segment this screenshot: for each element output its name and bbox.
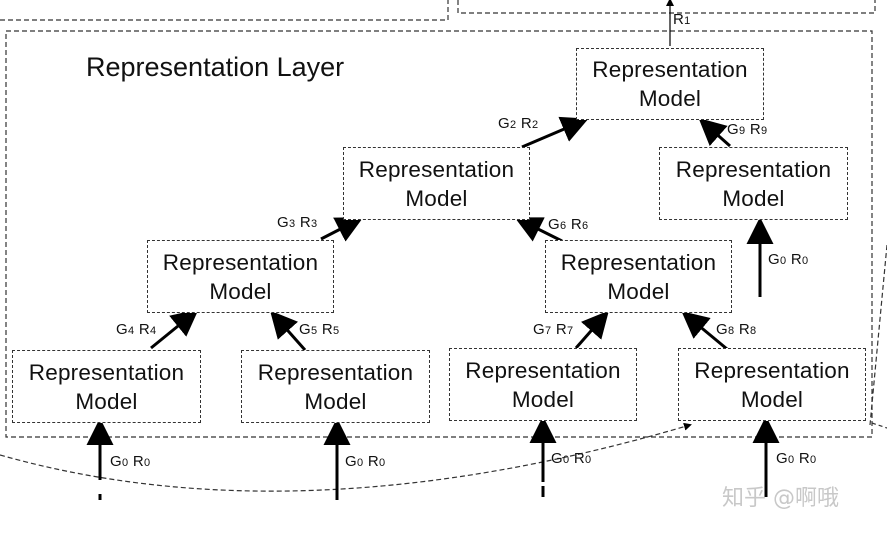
representation-model-g4[interactable]: Representation Model: [12, 350, 201, 423]
dashed-curve-right: [869, 244, 887, 426]
arrow-g6r6: [514, 217, 563, 243]
box-line2: Model: [405, 185, 468, 211]
representation-model-g9[interactable]: Representation Model: [659, 147, 848, 220]
box-line1: Representation: [465, 357, 621, 383]
box-line1: Representation: [694, 357, 850, 383]
label-g0r0-b2: G0 R0: [345, 453, 386, 470]
label-r1: R1: [673, 11, 691, 28]
upper-frame-fragment: [0, 0, 449, 21]
representation-model-g7[interactable]: Representation Model: [449, 348, 637, 421]
box-line1: Representation: [257, 359, 414, 385]
dashed-curve-right-tail: [871, 422, 887, 429]
box-line1: Representation: [560, 249, 717, 275]
representation-model-g8[interactable]: Representation Model: [678, 348, 866, 421]
box-line1: Representation: [675, 156, 832, 182]
label-g2r2: G2 R2: [498, 115, 539, 132]
upper-right-frame-fragment: [457, 0, 876, 14]
label-g3r3: G3 R3: [277, 214, 318, 231]
representation-model-g2[interactable]: Representation Model: [343, 147, 530, 220]
box-line1: Representation: [592, 57, 748, 82]
representation-model-g6[interactable]: Representation Model: [545, 240, 732, 313]
representation-model-g3[interactable]: Representation Model: [147, 240, 334, 313]
representation-model-g5[interactable]: Representation Model: [241, 350, 430, 423]
label-g7r7: G7 R7: [533, 321, 574, 338]
label-g9r9: G9 R9: [727, 121, 768, 138]
box-line2: Model: [607, 278, 670, 304]
watermark: 知乎 @啊哦: [722, 486, 839, 511]
representation-model-root[interactable]: Representation Model: [576, 48, 764, 120]
dashed-curve-left: [0, 422, 692, 492]
layer-title: Representation Layer: [86, 52, 345, 82]
arrow-g2r2: [521, 116, 589, 149]
box-line1: Representation: [162, 249, 319, 275]
box-line2: Model: [740, 386, 804, 412]
box-line2: Model: [209, 278, 272, 304]
box-line2: Model: [722, 185, 785, 211]
label-g8r8: G8 R8: [716, 321, 757, 338]
label-g5r5: G5 R5: [299, 321, 340, 338]
arrow-g8r8: [681, 311, 728, 351]
label-g0r0-right: G0 R0: [768, 251, 809, 268]
arrow-g5r5: [270, 310, 307, 351]
arrow-g7r7: [574, 310, 609, 349]
label-g0r0-b3: G0 R0: [551, 450, 592, 467]
arrow-g9r9: [698, 118, 731, 148]
box-line2: Model: [511, 386, 575, 412]
box-line2: Model: [638, 86, 702, 111]
box-line2: Model: [304, 388, 367, 414]
box-line2: Model: [75, 388, 138, 414]
label-g6r6: G6 R6: [548, 216, 589, 233]
label-g4r4: G4 R4: [116, 321, 157, 338]
box-line1: Representation: [358, 156, 515, 182]
arrow-g3r3: [320, 217, 364, 242]
box-line1: Representation: [28, 359, 185, 385]
arrow-g4r4: [150, 309, 199, 350]
label-g0r0-b1: G0 R0: [110, 453, 151, 470]
label-g0r0-b4: G0 R0: [776, 450, 817, 467]
representation-layer-frame: [5, 30, 873, 438]
